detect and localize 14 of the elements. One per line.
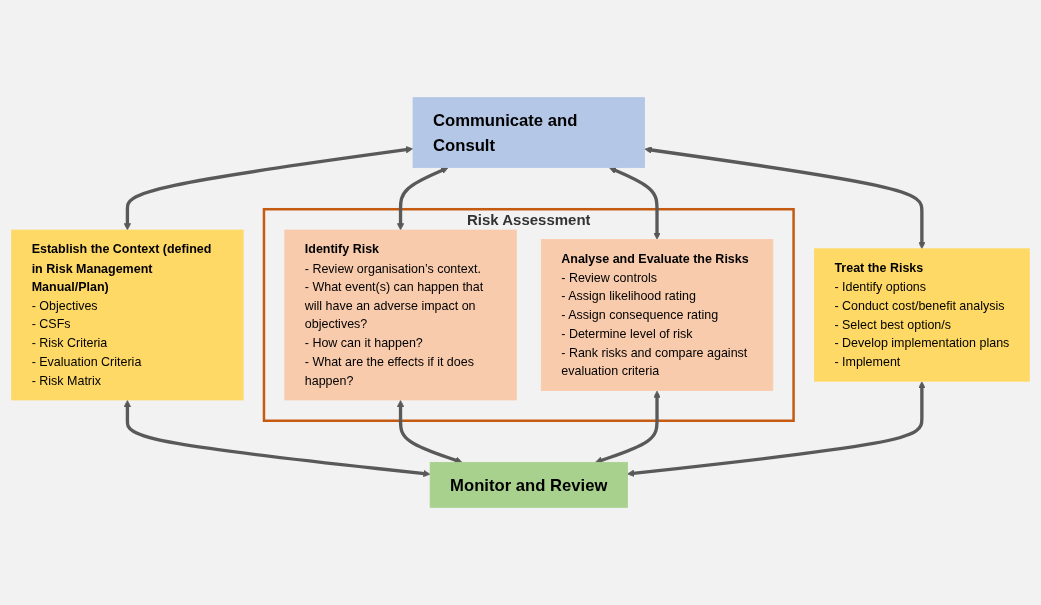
node-box: Communicate and Consult [412,97,645,168]
arrow [644,146,926,250]
node-box: Treat the Risks - Identify options - Conduct cost/benefit analysis - Select best option/s - Develop implementation plans - Implement [814,248,1030,382]
arrow [123,146,414,231]
node-box: Establish the Context (defined in Risk Management Manual/Plan) - Objectives - CSFs - Risk Criteria - Evaluation Criteria - Risk Matrix [11,229,244,401]
arrow [123,399,431,478]
node-box: Monitor and Review [429,461,628,508]
node-box: Analyse and Evaluate the Risks - Review controls - Assign likelihood rating - Assign consequence rating - Determine level of risk - Rank risks and compare against evaluation criteria [540,239,774,391]
arrow [627,381,926,477]
arrow [396,399,463,464]
arrow [595,390,661,464]
arrow [396,167,449,231]
node-box: Identify Risk - Review organisation’s context. - What event(s) can happen that will have an adverse impact on objectives? - How can it happen? - What are the effects if it does happen? [284,229,517,401]
arrow [609,167,661,240]
